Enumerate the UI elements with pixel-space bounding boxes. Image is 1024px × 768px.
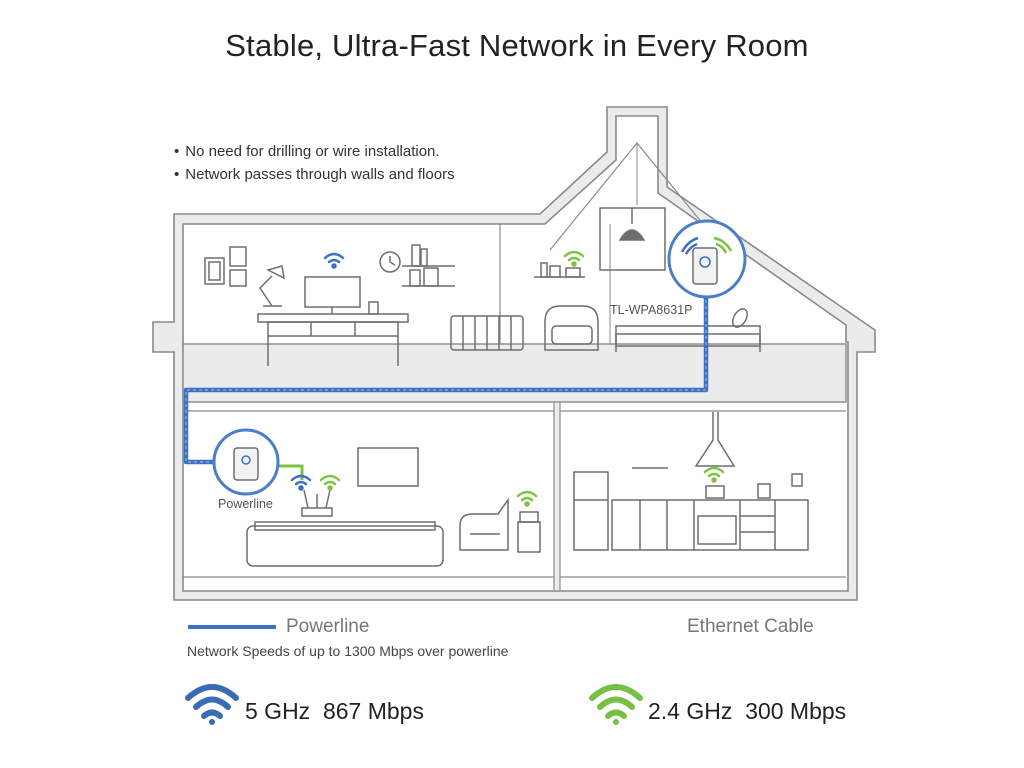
band-name: 2.4 GHz xyxy=(648,698,733,724)
legend-powerline-label: Powerline xyxy=(286,616,370,637)
speed-note: Network Speeds of up to 1300 Mbps over p… xyxy=(187,643,509,659)
extender-icon xyxy=(667,219,747,299)
feature-bullet: No need for drilling or wire installatio… xyxy=(174,141,455,164)
band-24ghz: 2.4 GHz 300 Mbps xyxy=(648,698,846,725)
feature-bullet: Network passes through walls and floors xyxy=(174,164,454,187)
band-speed: 300 Mbps xyxy=(745,698,847,724)
adapter-label: Powerline xyxy=(218,497,273,511)
wifi-24ghz-icon xyxy=(319,250,725,507)
upstairs-furniture xyxy=(204,207,761,366)
wifi-5ghz-icon xyxy=(290,252,345,491)
powerline-adapter-icon xyxy=(212,428,280,496)
band-5ghz: 5 GHz 867 Mbps xyxy=(245,698,424,725)
extender-label: TL-WPA8631P xyxy=(610,303,693,317)
wifi-5ghz-icon xyxy=(185,684,239,725)
floor-slab xyxy=(182,343,847,403)
kitchen-furniture xyxy=(573,412,809,551)
wifi-24ghz-icon xyxy=(589,684,643,725)
powerline-cable xyxy=(183,294,709,465)
feature-list: No need for drilling or wire installatio… xyxy=(174,141,455,187)
page-title: Stable, Ultra-Fast Network in Every Room xyxy=(225,28,809,63)
interior-wall xyxy=(553,401,561,592)
band-name: 5 GHz xyxy=(245,698,311,724)
legend-ethernet-label: Ethernet Cable xyxy=(687,616,814,637)
band-speed: 867 Mbps xyxy=(322,698,424,724)
living-room-furniture xyxy=(246,447,541,567)
